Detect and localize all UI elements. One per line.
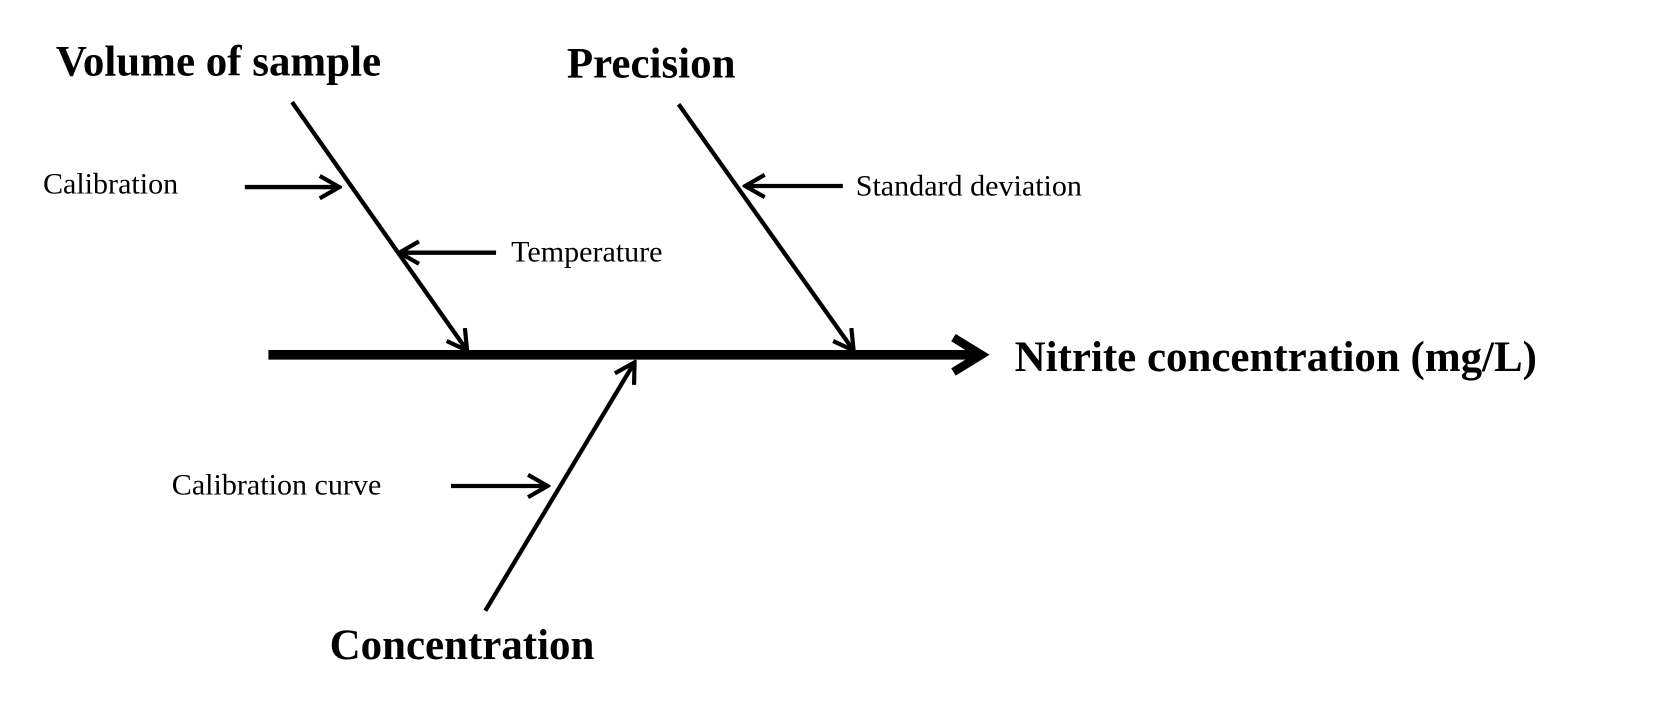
branch-concentration — [483, 362, 634, 612]
cause-label-calibration: Calibration — [43, 167, 178, 201]
category-label-concentration: Concentration — [330, 622, 595, 669]
branch-volume-of-sample — [290, 100, 467, 350]
category-label-volume-of-sample: Volume of sample — [56, 38, 381, 85]
category-label-precision: Precision — [567, 40, 736, 87]
cause-label-standard-deviation: Standard deviation — [856, 169, 1082, 203]
cause-label-temperature: Temperature — [511, 234, 662, 268]
branch-precision — [676, 103, 854, 350]
spine-arrowhead — [951, 333, 990, 376]
cause-label-calibration-curve: Calibration curve — [172, 468, 381, 502]
effect-label: Nitrite concentration (mg/L) — [1015, 334, 1537, 381]
